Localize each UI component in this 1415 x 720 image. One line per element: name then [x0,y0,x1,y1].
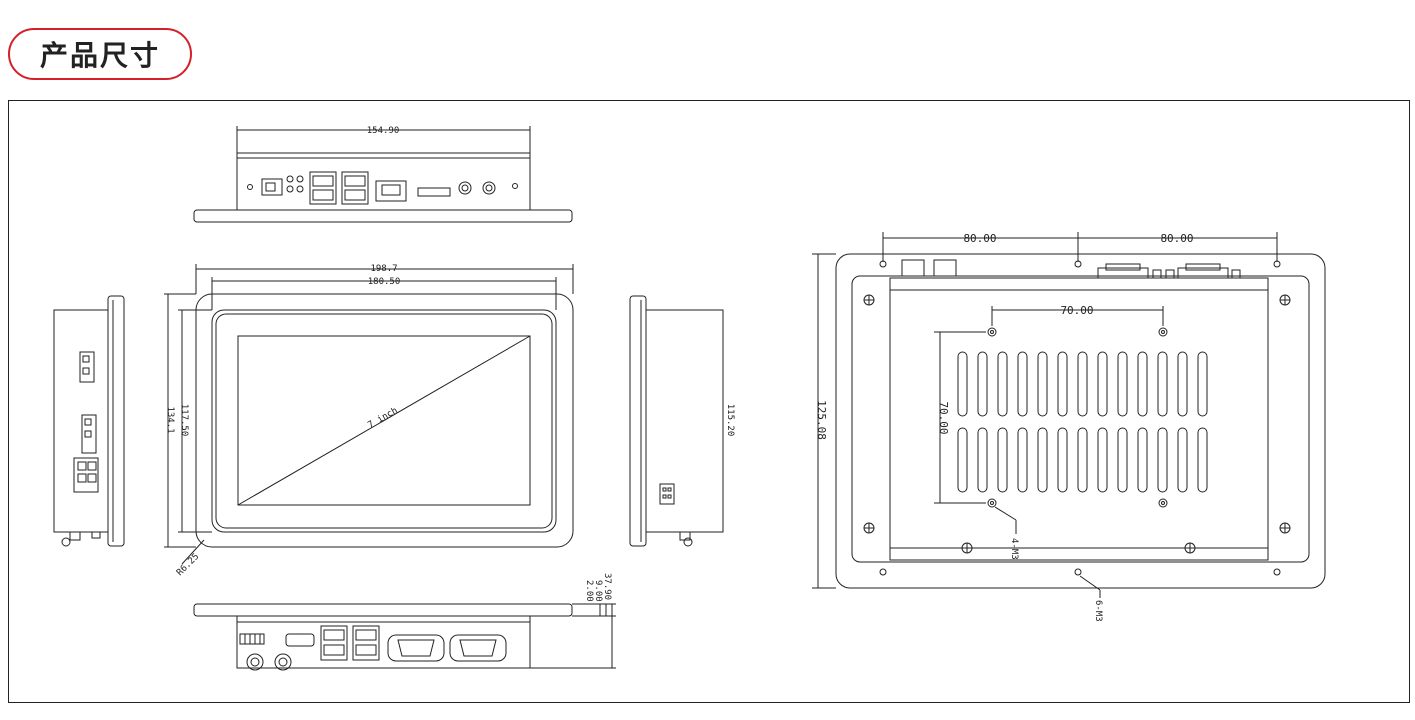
rear-hole-spacing-right-label: 80.00 [1160,232,1193,245]
bottom-view: 2.00 9.00 37.90 [193,573,616,671]
depth-a-label: 9.00 [593,580,603,602]
front-inner-width-label: 180.50 [368,277,401,287]
rear-view: 80.00 80.00 125.08 70.00 70.00 4-M3 6-M3 [812,232,1326,622]
rear-hole-spacing-left-label: 80.00 [963,232,996,245]
corner-radius-label: R6.25 [175,552,201,578]
depth-total-label: 37.90 [602,573,612,600]
front-inner-height-label: 117.50 [179,404,189,437]
section-title: 产品尺寸 [8,28,192,80]
front-outer-width-label: 198.7 [370,264,397,274]
drawing-frame [8,100,1410,703]
top-width-label: 154.90 [367,126,400,136]
vesa-screws-label: 4-M3 [1009,538,1019,560]
screen-size-label: 7 inch [366,406,399,431]
right-side-view: 115.20 [629,295,735,547]
rear-height-label: 125.08 [815,400,828,440]
top-view: 154.90 [193,126,573,223]
front-outer-height-label: 134.1 [165,406,175,433]
vent-slots [957,351,1208,493]
vesa-vertical-label: 70.00 [937,401,950,434]
depth-b-label: 2.00 [584,580,594,602]
front-view: 7 inch 198.7 180.50 134.1 117.50 R6.25 [164,264,574,578]
edge-screws-label: 6-M3 [1093,600,1103,622]
left-side-view [53,295,125,547]
section-title-text: 产品尺寸 [39,39,160,72]
vesa-horizontal-label: 70.00 [1060,304,1093,317]
side-height-label: 115.20 [725,404,735,437]
